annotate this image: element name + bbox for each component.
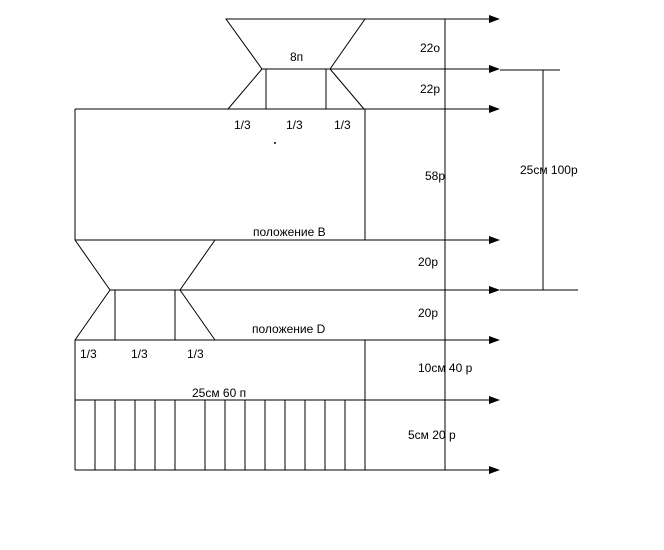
arrowhead-icon: [489, 466, 500, 474]
top-piece: [225, 18, 366, 110]
arrowhead-icon: [489, 396, 500, 404]
top-width-label: 8п: [290, 50, 303, 64]
bottom-width-label: 25см 60 п: [192, 386, 246, 400]
body-piece: [74, 108, 366, 241]
mid-upper-left-diag: [74, 239, 111, 291]
mid-upper-right-diag: [179, 239, 216, 291]
row-5cm-label: 5см 20 р: [408, 428, 456, 442]
third-top-3: 1/3: [334, 118, 351, 132]
row-22p-label: 22р: [420, 82, 440, 96]
dot-mark: [274, 142, 276, 144]
row-20p-upper-label: 20р: [418, 255, 438, 269]
third-top-2: 1/3: [286, 118, 303, 132]
third-bottom-1: 1/3: [80, 347, 97, 361]
row-10cm-label: 10см 40 р: [418, 361, 473, 375]
mid-lower-right-diag: [179, 289, 216, 341]
ribbing-lines: [94, 400, 346, 470]
total-height-label: 25см 100р: [520, 163, 578, 177]
total-height-dimension: [500, 69, 578, 291]
arrowhead-icon: [489, 105, 500, 113]
position-b-label: положение В: [253, 225, 326, 239]
row-arrows: [180, 15, 500, 474]
arrowhead-icon: [489, 336, 500, 344]
lower-piece: [74, 339, 366, 471]
position-d-label: положение D: [252, 322, 326, 336]
third-top-1: 1/3: [234, 118, 251, 132]
third-bottom-3: 1/3: [187, 347, 204, 361]
third-bottom-2: 1/3: [131, 347, 148, 361]
arrowhead-icon: [489, 286, 500, 294]
arrowhead-icon: [489, 65, 500, 73]
arrowhead-icon: [489, 15, 500, 23]
top-bottom-right-diag: [329, 68, 365, 110]
top-bottom-left-diag: [227, 68, 263, 110]
row-58p-label: 58р: [425, 169, 445, 183]
middle-piece: [74, 239, 216, 341]
row-20p-lower-label: 20р: [418, 306, 438, 320]
row-22o-label: 22о: [420, 41, 440, 55]
arrowhead-icon: [489, 236, 500, 244]
mid-lower-left-diag: [74, 289, 111, 341]
